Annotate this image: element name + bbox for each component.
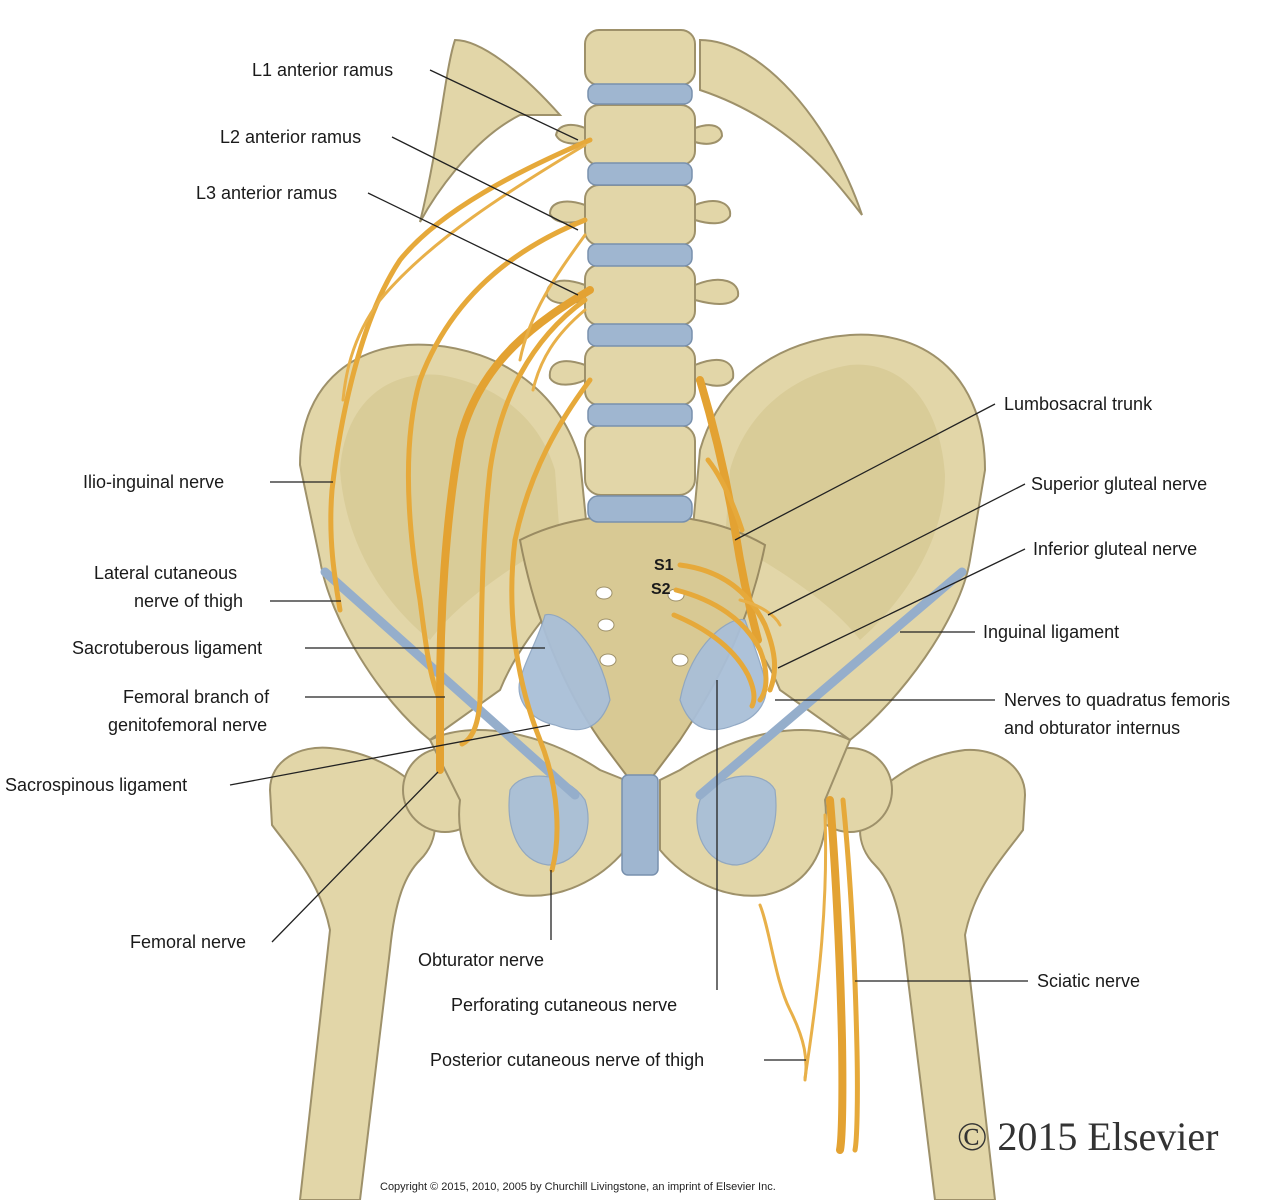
label-l1-anterior-ramus: L1 anterior ramus (252, 60, 393, 80)
pubic-symphysis (621, 774, 659, 876)
watermark: © 2015 Elsevier (957, 1114, 1218, 1159)
label-femoral-branch-line2: genitofemoral nerve (108, 715, 267, 735)
right-rib (699, 38, 863, 216)
label-inferior-gluteal-nerve: Inferior gluteal nerve (1033, 539, 1197, 559)
footer-copyright: Copyright © 2015, 2010, 2005 by Churchil… (380, 1181, 776, 1193)
left-sacrotuberous-ligament-shape (518, 613, 611, 731)
left-inguinal-ligament-band (320, 567, 580, 800)
label-s2: S2 (651, 581, 671, 598)
label-s1: S1 (654, 557, 674, 574)
leader-lines (229, 69, 1028, 1061)
left-rib (419, 38, 563, 223)
label-obturator-nerve: Obturator nerve (418, 950, 544, 970)
label-l2-anterior-ramus: L2 anterior ramus (220, 127, 361, 147)
sacral-foramen (599, 653, 617, 667)
left-femur (859, 748, 1027, 1200)
lumbar-plexus-nerves (328, 137, 860, 1154)
label-lateral-cutaneous-line1: Lateral cutaneous (94, 563, 237, 583)
label-femoral-nerve: Femoral nerve (130, 932, 246, 952)
label-femoral-branch-line1: Femoral branch of (123, 687, 270, 707)
sacral-foramen (597, 618, 615, 632)
label-ilio-inguinal-nerve: Ilio-inguinal nerve (83, 472, 224, 492)
label-lumbosacral-trunk: Lumbosacral trunk (1004, 394, 1153, 414)
label-perforating-cutaneous-nerve: Perforating cutaneous nerve (451, 995, 677, 1015)
label-nerves-quadratus-line2: and obturator internus (1004, 718, 1180, 738)
label-sacrospinous-ligament: Sacrospinous ligament (5, 775, 187, 795)
right-inguinal-ligament-band (695, 567, 967, 800)
label-nerves-quadratus-line1: Nerves to quadratus femoris (1004, 690, 1230, 710)
right-iliac-fossa (725, 364, 945, 640)
label-inguinal-ligament: Inguinal ligament (983, 622, 1119, 642)
label-sacrotuberous-ligament: Sacrotuberous ligament (72, 638, 262, 658)
right-obturator-membrane (508, 775, 589, 866)
label-l3-anterior-ramus: L3 anterior ramus (196, 183, 337, 203)
lumbar-vertebrae (545, 29, 740, 523)
label-lateral-cutaneous-line2: nerve of thigh (134, 591, 243, 611)
right-femur (268, 746, 436, 1200)
label-sciatic-nerve: Sciatic nerve (1037, 971, 1140, 991)
sacral-foramen (595, 586, 613, 600)
right-sacrotuberous-ligament-shape (679, 618, 767, 731)
label-posterior-cutaneous-nerve: Posterior cutaneous nerve of thigh (430, 1050, 704, 1070)
label-superior-gluteal-nerve: Superior gluteal nerve (1031, 474, 1207, 494)
sacral-foramen (671, 653, 689, 667)
